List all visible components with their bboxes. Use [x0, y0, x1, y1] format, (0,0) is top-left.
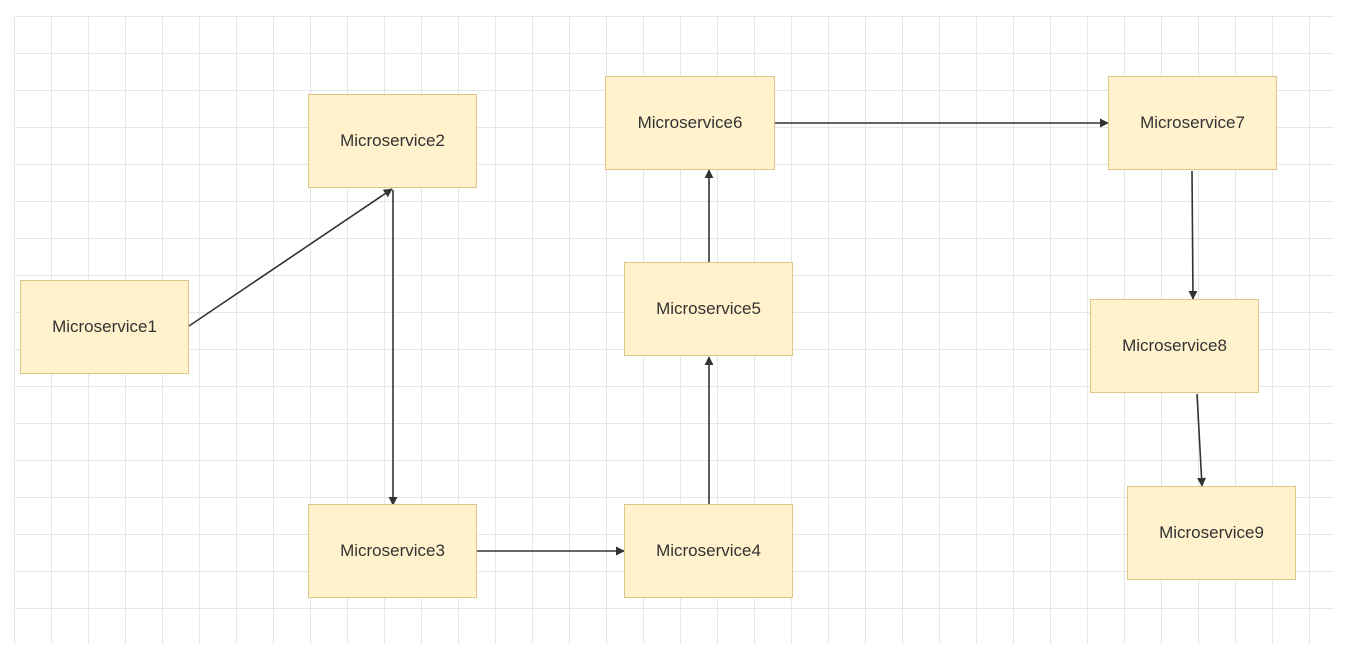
- node-label: Microservice7: [1140, 113, 1245, 132]
- node-microservice8[interactable]: Microservice8: [1090, 299, 1259, 393]
- node-label: Microservice9: [1159, 523, 1264, 542]
- node-microservice1[interactable]: Microservice1: [20, 280, 189, 374]
- node-label: Microservice2: [340, 131, 445, 150]
- node-microservice5[interactable]: Microservice5: [624, 262, 793, 356]
- node-microservice4[interactable]: Microservice4: [624, 504, 793, 598]
- edge-ms7-ms8: [1188, 170, 1198, 300]
- edge-ms8-ms9: [1196, 393, 1207, 487]
- edge-ms1-ms2: [188, 188, 393, 327]
- node-label: Microservice1: [52, 317, 157, 336]
- node-label: Microservice5: [656, 299, 761, 318]
- node-label: Microservice6: [637, 113, 743, 132]
- node-microservice3[interactable]: Microservice3: [308, 504, 477, 598]
- node-microservice9[interactable]: Microservice9: [1127, 486, 1296, 580]
- node-microservice2[interactable]: Microservice2: [308, 94, 477, 188]
- node-microservice7[interactable]: Microservice7: [1108, 76, 1277, 170]
- node-label: Microservice4: [656, 541, 761, 560]
- node-label: Microservice3: [340, 541, 445, 560]
- node-microservice6[interactable]: Microservice6: [605, 76, 775, 170]
- node-label: Microservice8: [1122, 336, 1227, 355]
